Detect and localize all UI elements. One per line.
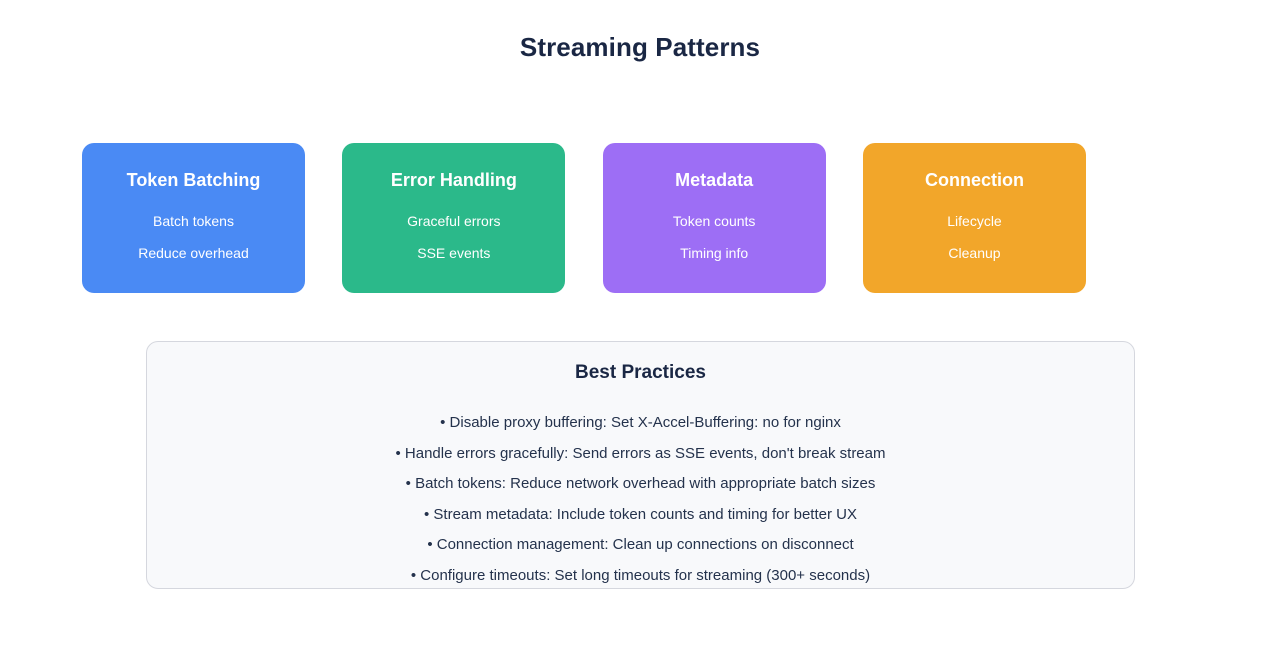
card-title: Metadata — [675, 170, 754, 190]
card-detail-line: Timing info — [680, 245, 749, 261]
card-detail-line: SSE events — [417, 245, 491, 261]
list-item: • Configure timeouts: Set long timeouts … — [410, 566, 871, 584]
page-title: Streaming Patterns — [519, 32, 761, 62]
best-practices-title: Best Practices — [575, 362, 706, 383]
best-practices-panel: Best Practices • Disable proxy buffering… — [146, 341, 1135, 589]
card-title: Connection — [924, 170, 1024, 190]
card-detail-line: Lifecycle — [947, 213, 1002, 229]
list-item: • Batch tokens: Reduce network overhead … — [405, 475, 876, 492]
best-practices-list: • Disable proxy buffering: Set X-Accel-B… — [147, 408, 1134, 591]
list-item: • Disable proxy buffering: Set X-Accel-B… — [440, 414, 841, 431]
card-title: Error Handling — [390, 170, 517, 190]
list-item: • Handle errors gracefully: Send errors … — [395, 444, 886, 462]
card-detail-line: Batch tokens — [153, 213, 234, 229]
pattern-card-connection: Connection Lifecycle Cleanup — [862, 143, 1086, 293]
list-item: • Connection management: Clean up connec… — [427, 536, 854, 553]
pattern-card-metadata: Metadata Token counts Timing info — [602, 143, 826, 293]
list-item: • Stream metadata: Include token counts … — [424, 505, 857, 523]
pattern-card-token-batching: Token Batching Batch tokens Reduce overh… — [82, 143, 305, 293]
card-detail-line: Token counts — [672, 213, 756, 229]
card-detail-line: Cleanup — [948, 245, 1001, 261]
pattern-card-row: Token Batching Batch tokens Reduce overh… — [82, 143, 1086, 293]
card-detail-line: Graceful errors — [407, 213, 501, 229]
card-title: Token Batching — [126, 170, 261, 190]
card-detail-line: Reduce overhead — [138, 245, 249, 261]
pattern-card-error-handling: Error Handling Graceful errors SSE event… — [342, 143, 566, 293]
